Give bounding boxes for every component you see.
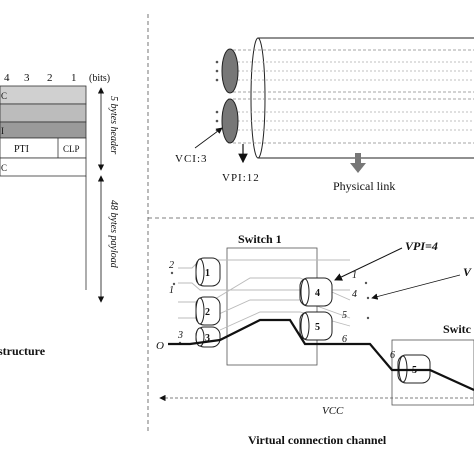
node-number-1: 1 (205, 268, 210, 279)
header-row-1 (0, 85, 87, 105)
virtual-connection-diagram: Switch 1 Switc 1 2 3 (156, 232, 474, 447)
physical-link-diagram: VCI:3 VPI:12 Physical link (175, 37, 474, 193)
vc-number-2: 2 (169, 260, 174, 271)
row-letter-c: C (1, 91, 7, 101)
vc-number-3: 3 (177, 330, 183, 341)
clp-label: CLP (63, 144, 80, 154)
physical-link-label: Physical link (333, 179, 395, 193)
switch-1-label: Switch 1 (238, 232, 282, 246)
bit-label-3: 3 (24, 72, 30, 84)
header-row-2 (0, 103, 87, 123)
bit-label-4: 4 (4, 72, 10, 84)
bit-label-2: 2 (47, 72, 53, 84)
header-row-3 (0, 121, 87, 139)
hec-row (0, 157, 87, 177)
vc-number-1-in: 1 (169, 285, 174, 296)
header-size-label: 5 bytes header (108, 96, 119, 154)
node-number-5: 5 (315, 322, 320, 333)
switch-2-box (391, 339, 474, 406)
vc-number-6-switch2: 6 (390, 350, 395, 361)
physical-link-tube-end (250, 37, 266, 159)
bit-label-1: 1 (71, 72, 77, 84)
row-letter-i: I (1, 126, 4, 136)
virtual-connection-caption: Virtual connection channel (248, 433, 387, 447)
vc-number-1-out: 1 (352, 270, 357, 281)
vpi-label: VPI:12 (222, 172, 260, 184)
vci-label: VCI:3 (175, 153, 208, 165)
virtual-channel-path (168, 318, 474, 392)
vcc-label: VCC (322, 405, 344, 417)
payload-size-label: 48 bytes payload (108, 200, 119, 269)
cell-structure-panel: 4 3 2 1 (bits) C I PTI CLP C 5 bytes hea… (0, 72, 119, 358)
virtual-path-upper-end (221, 48, 239, 94)
vc-number-5: 5 (342, 310, 347, 321)
vpi-4-label: VPI=4 (405, 239, 438, 253)
cell-structure-caption: structure (0, 344, 46, 358)
switch-2-label: Switc (443, 322, 472, 336)
virtual-path-lower-end (221, 98, 239, 144)
row-letter-c2: C (1, 163, 7, 173)
node-number-3: 3 (205, 333, 210, 344)
bits-unit-label: (bits) (89, 73, 110, 84)
origin-label: O (156, 340, 164, 352)
node-number-2: 2 (205, 307, 210, 318)
pti-label: PTI (14, 144, 29, 155)
switch-1-box (226, 247, 318, 366)
vc-number-6: 6 (342, 334, 347, 345)
vc-number-4: 4 (352, 289, 357, 300)
node-number-4: 4 (315, 288, 320, 299)
v-label: V (463, 265, 472, 279)
